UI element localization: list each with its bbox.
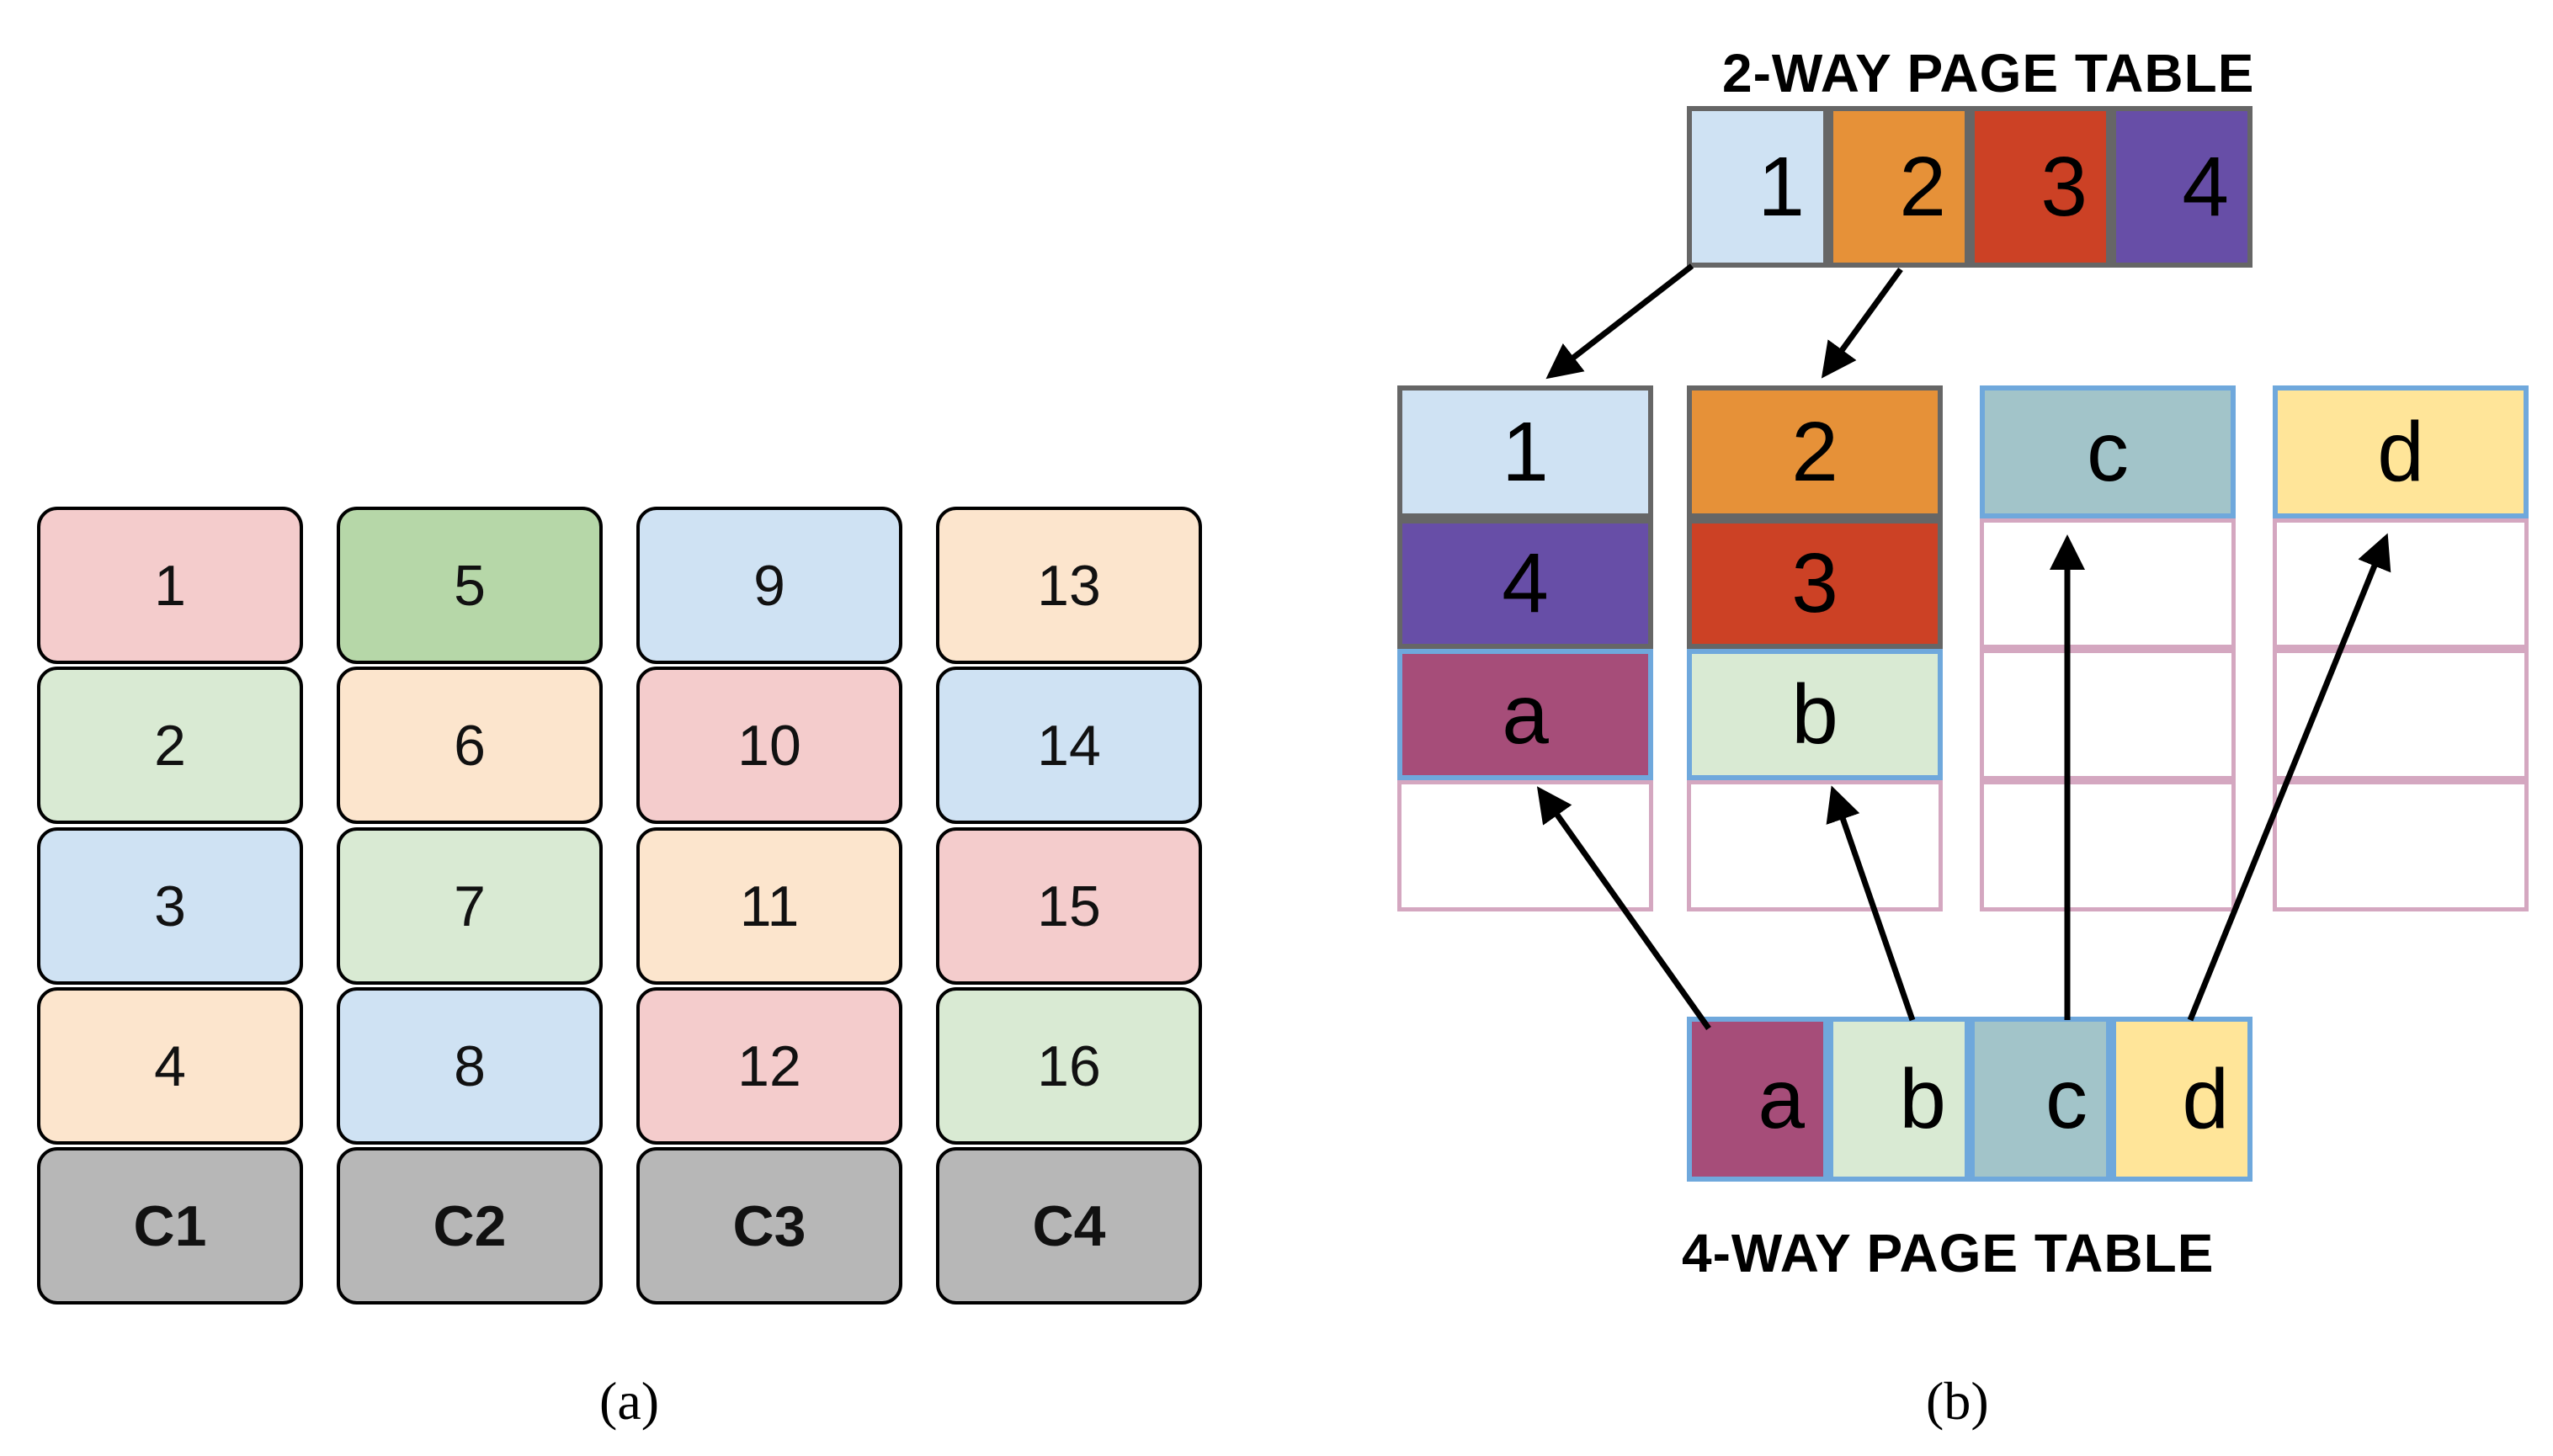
cell: 1 (37, 507, 303, 664)
cell: 10 (636, 667, 902, 824)
empty-slot (1980, 649, 2236, 780)
cell: 9 (636, 507, 902, 664)
cluster-column-c3: 9 10 11 12 C3 (636, 507, 906, 1315)
four-way-entry: a (1687, 1017, 1828, 1182)
empty-slot (1687, 780, 1943, 911)
empty-slot (1397, 780, 1653, 911)
empty-slot (2273, 649, 2529, 780)
empty-slot (1980, 780, 2236, 911)
page-entry: b (1687, 649, 1943, 780)
two-way-entry: 4 (2111, 106, 2252, 268)
four-way-entry: c (1970, 1017, 2111, 1182)
cell: 4 (37, 987, 303, 1145)
cell: 6 (337, 667, 603, 824)
cell: 16 (936, 987, 1202, 1145)
page-entry: 4 (1397, 518, 1653, 649)
page-entry: 1 (1397, 385, 1653, 518)
page-entry: 2 (1687, 385, 1943, 518)
four-way-entry: b (1828, 1017, 1970, 1182)
cluster-column-c2: 5 6 7 8 C2 (337, 507, 606, 1315)
cell: 11 (636, 827, 902, 985)
arrow-from-a (1536, 786, 1711, 1031)
two-way-entry: 1 (1687, 106, 1828, 268)
cell: 3 (37, 827, 303, 985)
empty-slot (2273, 780, 2529, 911)
cluster-column-c1: 1 2 3 4 C1 (37, 507, 306, 1315)
four-way-entry: d (2111, 1017, 2252, 1182)
arrow-to-page-2 (1821, 267, 1903, 379)
page-entry: d (2273, 385, 2529, 518)
two-way-entry: 2 (1828, 106, 1970, 268)
two-way-entry: 3 (1970, 106, 2111, 268)
two-way-title: 2-WAY PAGE TABLE (1722, 43, 2255, 104)
arrow-to-page-1 (1545, 263, 1694, 380)
cluster-label: C2 (337, 1147, 603, 1305)
cell: 2 (37, 667, 303, 824)
cell: 8 (337, 987, 603, 1145)
cell: 15 (936, 827, 1202, 985)
cluster-label: C3 (636, 1147, 902, 1305)
cell: 14 (936, 667, 1202, 824)
page-entry: c (1980, 385, 2236, 518)
cluster-label: C4 (936, 1147, 1202, 1305)
four-way-title: 4-WAY PAGE TABLE (1682, 1223, 2215, 1283)
cell: 13 (936, 507, 1202, 664)
cluster-column-c4: 13 14 15 16 C4 (936, 507, 1205, 1315)
cell: 5 (337, 507, 603, 664)
empty-slot (1980, 518, 2236, 649)
page-entry: a (1397, 649, 1653, 780)
cell: 7 (337, 827, 603, 985)
empty-slot (2273, 518, 2529, 649)
arrow-from-d (2187, 533, 2391, 1022)
page-entry: 3 (1687, 518, 1943, 649)
panel-b-caption: (b) (1926, 1371, 1989, 1431)
cluster-label: C1 (37, 1147, 303, 1305)
cell: 12 (636, 987, 902, 1145)
panel-a-caption: (a) (599, 1371, 660, 1431)
arrow-from-b (1826, 785, 1916, 1022)
